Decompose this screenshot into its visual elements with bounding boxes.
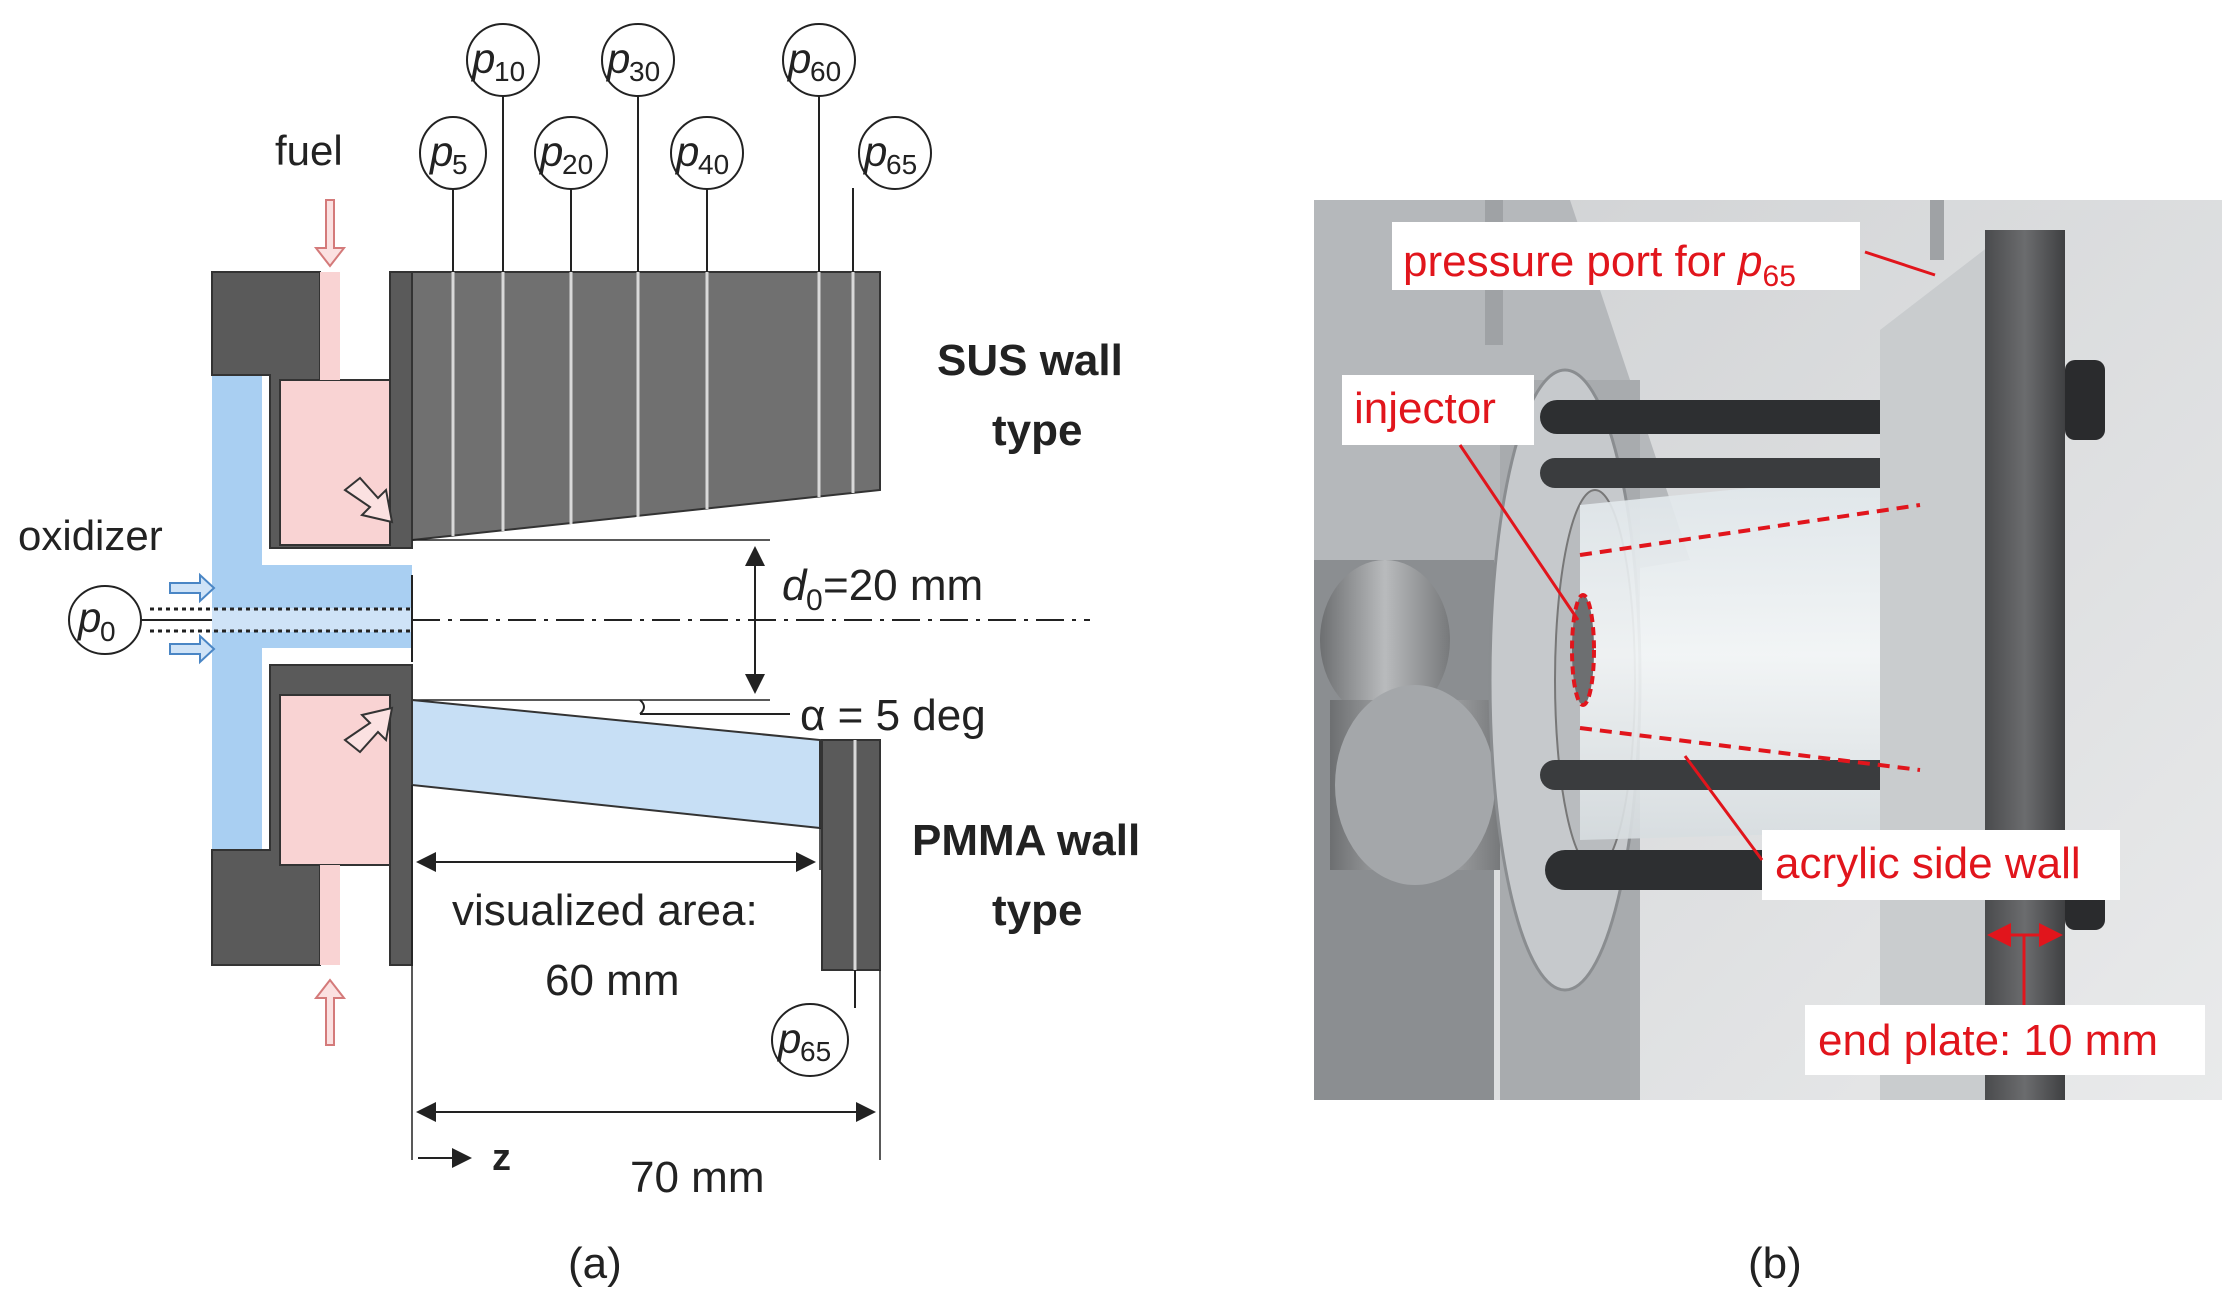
injector-label: injector: [1354, 384, 1496, 433]
oxidizer-tube: [212, 608, 412, 632]
injector-outline: [1570, 593, 1596, 707]
port-circle-p40: p 40: [670, 116, 744, 190]
port-p-label: p: [428, 128, 453, 175]
p0-circle: p 0: [68, 585, 142, 655]
fuel-label: fuel: [275, 127, 343, 174]
port-p-label: p: [470, 35, 495, 82]
port-circle-p65: p 65: [858, 116, 932, 190]
port-circle-p5: p 5: [419, 116, 487, 190]
sus-wall-label-line2: type: [992, 406, 1082, 455]
d0-value: =20 mm: [823, 561, 983, 610]
pmma-wall-label-line1: PMMA wall: [912, 816, 1140, 865]
end-plate-label: end plate: 10 mm: [1818, 1016, 2158, 1065]
port-circle-p20: p 20: [534, 116, 608, 190]
pmma-wall-label-line2: type: [992, 886, 1082, 935]
photo: [1314, 200, 2222, 1100]
fuel-inlet-arrow-bottom: [313, 978, 347, 1046]
pmma-end-plate: [821, 739, 881, 971]
fuel-injection-arrow-bottom: [343, 706, 394, 754]
d0-sub: 0: [806, 584, 823, 617]
bottom-port-circle-p65: p 65: [771, 1003, 849, 1077]
port-circle-p60: p 60: [782, 23, 856, 97]
caption-a: (a): [568, 1239, 622, 1288]
port-circle-p30: p 30: [601, 23, 675, 97]
port-sub-label: 10: [494, 56, 525, 87]
port-p-label: p: [786, 35, 811, 82]
panel-a: p 5 p 10 p 20 p 30 p 40 p 60: [18, 23, 1140, 1288]
pmma-wall: [411, 698, 821, 830]
visualized-label-line2: 60 mm: [545, 956, 679, 1005]
port-sub-label: 65: [800, 1036, 831, 1067]
length-label: 70 mm: [630, 1153, 764, 1202]
port-p-label: p: [605, 35, 630, 82]
oxidizer-arrow-top: [169, 572, 216, 604]
port-p-label: p: [538, 128, 563, 175]
fuel-inlet-arrow-top: [313, 199, 347, 268]
p0-sub: 0: [100, 616, 116, 647]
port-circle-p10: p 10: [466, 23, 540, 97]
z-label: z: [492, 1137, 511, 1179]
p0-label: p: [76, 594, 101, 641]
sus-port-holes: [451, 272, 855, 536]
port-stems: [452, 95, 854, 272]
port-p-label: p: [862, 128, 887, 175]
port-sub-label: 40: [698, 149, 729, 180]
port-sub-label: 20: [562, 149, 593, 180]
oxidizer-arrow-bottom: [169, 633, 216, 665]
oxidizer-label: oxidizer: [18, 512, 163, 559]
caption-b: (b): [1748, 1239, 1802, 1288]
port-sub-label: 60: [810, 56, 841, 87]
fuel-plenum: [279, 272, 391, 965]
pressure-port-label: pressure port for p65: [1403, 237, 1796, 293]
visualized-label-line1: visualized area:: [452, 886, 758, 935]
port-p-label: p: [776, 1015, 801, 1062]
acrylic-side-wall-label: acrylic side wall: [1775, 839, 2081, 888]
port-sub-label: 65: [886, 149, 917, 180]
sus-wall-label-line1: SUS wall: [937, 336, 1123, 385]
port-sub-label: 5: [452, 149, 468, 180]
fuel-injection-arrow-top: [343, 476, 394, 524]
sus-wall: [411, 271, 881, 542]
alpha-label: α = 5 deg: [800, 691, 986, 740]
port-p-label: p: [674, 128, 699, 175]
panel-b: pressure port for p65 injector acrylic s…: [1314, 200, 2222, 1288]
port-sub-label: 30: [629, 56, 660, 87]
d0-var: d: [782, 561, 808, 610]
